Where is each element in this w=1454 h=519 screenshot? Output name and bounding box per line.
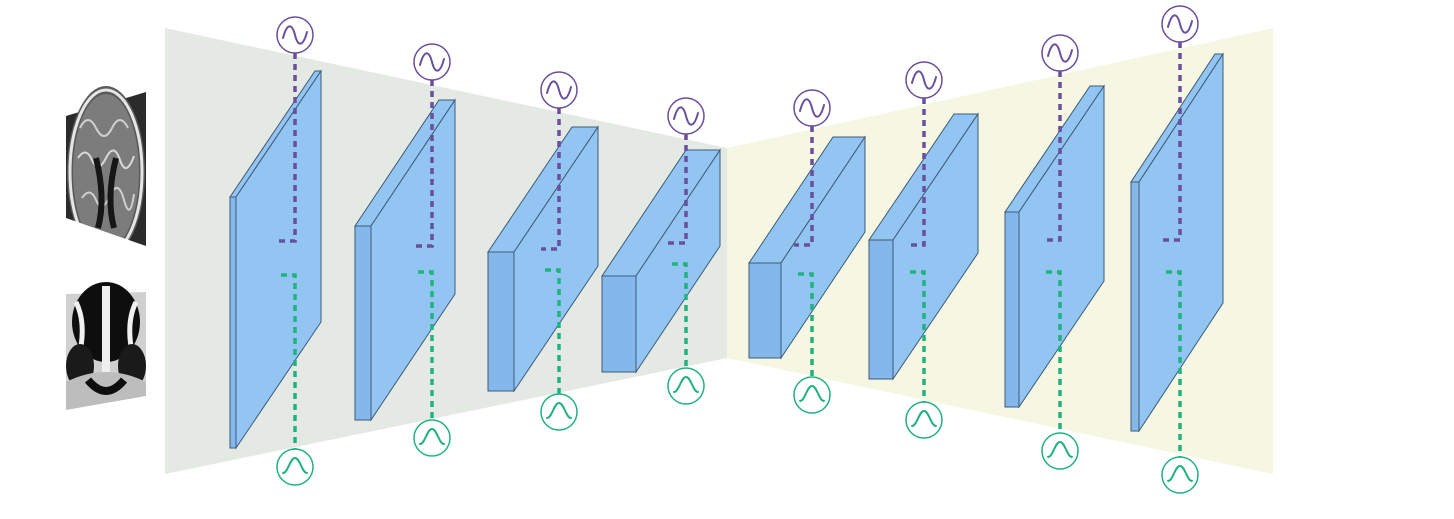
decoder-layer-4-green-sine-wave-icon: [793, 376, 831, 414]
decoder-layer-3-front-face: [868, 239, 894, 380]
encoder-layer-4-front-face: [601, 275, 637, 373]
decoder-layer-2-side-face: [1018, 84, 1105, 409]
encoder-layer-3-side-face: [513, 125, 599, 393]
decoder-layer-1-green-modulation-line: [1166, 270, 1182, 457]
decoder-layer-3-green-sine-wave-icon: [905, 401, 943, 439]
decoder-layer-1: [1130, 52, 1224, 433]
decoder-layer-1-green-sine-wave-icon: [1161, 456, 1199, 494]
decoder-layer-1-side-face: [1138, 52, 1224, 433]
encoder-layer-3-purple-modulation-line: [541, 108, 561, 251]
encoder-layer-3-front-face: [487, 251, 515, 392]
encoder-layer-2-purple-sine-wave-icon: [413, 43, 451, 81]
input-image-sinus-ct: [66, 262, 146, 414]
encoder-layer-4-side-face: [635, 148, 721, 374]
encoder-layer-4-purple-modulation-line: [668, 134, 688, 245]
input-image-brain-mri: [66, 68, 146, 246]
encoder-layer-2-purple-modulation-line: [414, 80, 434, 248]
encoder-layer-2-green-sine-wave-icon: [413, 419, 451, 457]
decoder-layer-4: [748, 135, 866, 360]
encoder-layer-1-purple-modulation-line: [277, 53, 297, 243]
encoder-layer-1-front-face: [229, 196, 237, 449]
decoder-layer-2-purple-sine-wave-icon: [1041, 34, 1079, 72]
encoder-layer-4: [601, 148, 721, 374]
encoder-layer-4-green-sine-wave-icon: [667, 367, 705, 405]
encoder-layer-4-green-modulation-line: [672, 262, 688, 368]
encoder-layer-3: [487, 125, 599, 393]
encoder-layer-2-front-face: [354, 225, 372, 421]
decoder-layer-2-purple-modulation-line: [1042, 71, 1062, 242]
encoder-layer-3-green-modulation-line: [545, 268, 561, 394]
decoder-layer-3-purple-modulation-line: [906, 98, 926, 247]
decoder-layer-3-green-modulation-line: [910, 270, 926, 402]
decoder-layer-2-front-face: [1004, 211, 1020, 408]
encoder-layer-3-green-sine-wave-icon: [540, 393, 578, 431]
decoder-layer-3-side-face: [892, 112, 979, 381]
decoder-layer-1-purple-modulation-line: [1162, 42, 1182, 242]
decoder-layer-2-green-sine-wave-icon: [1041, 432, 1079, 470]
decoder-layer-4-front-face: [748, 262, 782, 359]
decoder-layer-1-purple-sine-wave-icon: [1161, 5, 1199, 43]
encoder-layer-3-purple-sine-wave-icon: [540, 71, 578, 109]
encoder-layer-4-purple-sine-wave-icon: [667, 97, 705, 135]
encoder-layer-1-green-modulation-line: [281, 273, 297, 449]
encoder-layer-2-side-face: [370, 98, 456, 422]
encoder-layer-2: [354, 98, 456, 422]
decoder-layer-2: [1004, 84, 1105, 409]
encoder-layer-1: [229, 69, 322, 450]
layer-group: [229, 52, 1224, 450]
decoder-layer-4-purple-sine-wave-icon: [793, 89, 831, 127]
encoder-layer-1-purple-sine-wave-icon: [276, 16, 314, 54]
decoder-layer-4-green-modulation-line: [798, 272, 814, 377]
decoder-layer-2-green-modulation-line: [1046, 270, 1062, 433]
encoder-layer-2-green-modulation-line: [418, 270, 434, 420]
encoder-layer-1-green-sine-wave-icon: [276, 448, 314, 486]
modulator-group: [276, 5, 1199, 494]
decoder-layer-4-side-face: [780, 135, 866, 360]
encoder-layer-1-side-face: [235, 69, 322, 450]
decoder-layer-1-front-face: [1130, 181, 1140, 432]
decoder-layer-3-purple-sine-wave-icon: [905, 61, 943, 99]
